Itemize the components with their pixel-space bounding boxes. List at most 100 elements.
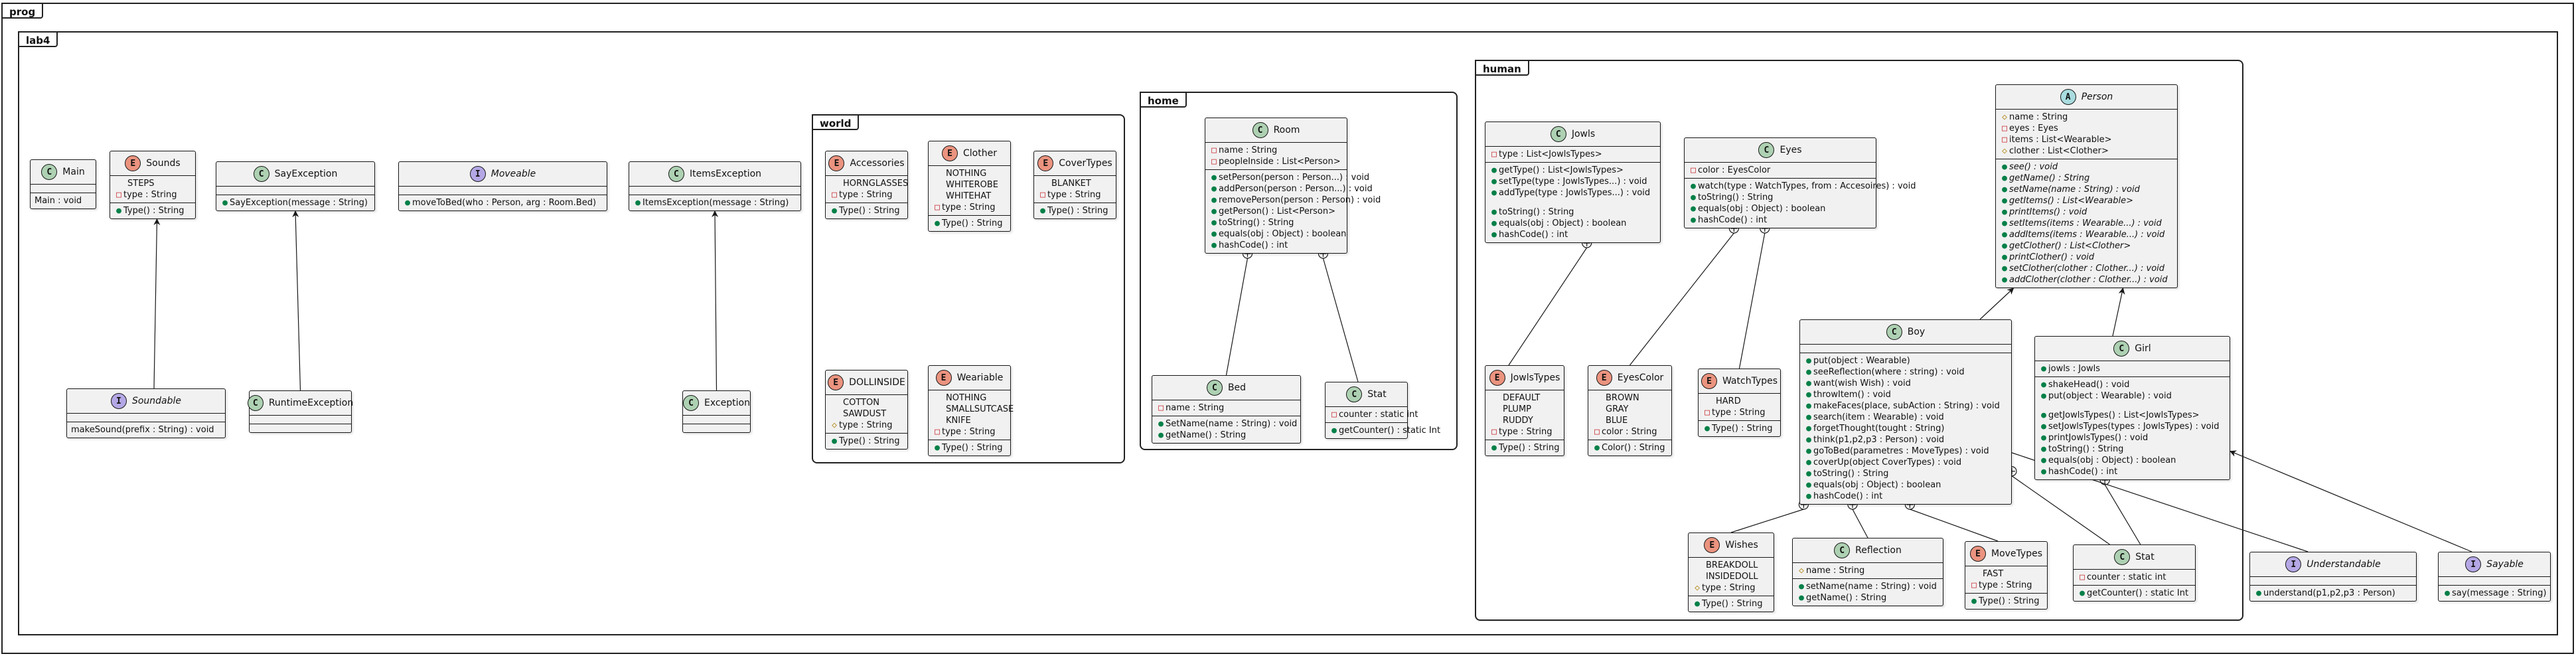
member-text: seeReflection(where : string) : void — [1813, 367, 1965, 377]
member-text: equals(obj : Object) : boolean — [1499, 218, 1627, 228]
class-icon: C — [1206, 380, 1223, 396]
method-row: ●setName(name : String) : void — [1797, 581, 1939, 592]
blank-row — [2039, 402, 2226, 410]
public-icon: ● — [2002, 241, 2007, 251]
field-row: □peopleInside : List<Person> — [1209, 156, 1343, 167]
field-row: □type : String — [933, 202, 1006, 213]
attributes-section: ◇name : String□eyes : Eyes□items : List<… — [1996, 110, 2177, 159]
public-icon: ● — [2080, 588, 2085, 598]
member-text: getClother() : List<Clother> — [2009, 241, 2131, 251]
field-row: ◇clother : List<Clother> — [2000, 145, 2173, 157]
enum-constant: COTTON — [843, 398, 879, 408]
enum-icon: E — [125, 155, 141, 171]
member-text: name : String — [1806, 566, 1865, 576]
class-icon: C — [1550, 126, 1566, 142]
class-icon: C — [668, 166, 684, 182]
attributes-section: □name : String□peopleInside : List<Perso… — [1205, 143, 1347, 170]
public-icon: ● — [1211, 195, 1217, 205]
public-icon: ● — [2002, 185, 2007, 195]
public-icon: ● — [1691, 204, 1696, 214]
member-text: equals(obj : Object) : boolean — [2048, 455, 2176, 465]
public-icon: ● — [2041, 380, 2046, 390]
class-name: ItemsException — [689, 169, 762, 179]
package-prog-label: prog — [1, 3, 44, 19]
public-icon: ● — [1158, 430, 1164, 440]
member-text: addItems(items : Wearable...) : void — [2009, 230, 2165, 240]
member-text: toString() : String — [1499, 207, 1574, 217]
member-text: Type() : String — [942, 443, 1003, 453]
public-icon: ● — [1799, 582, 1804, 592]
member-text: setType(type : JowlsTypes...) : void — [1499, 177, 1647, 187]
public-icon: ● — [2041, 444, 2046, 454]
method-row: ●think(p1,p2,p3 : Person) : void — [1804, 434, 2007, 446]
method-row: ●getName() : String — [2000, 173, 2173, 184]
methods-section: ●getCounter() : static Int — [1326, 423, 1440, 438]
enum-icon: E — [1596, 370, 1612, 386]
public-icon: ● — [405, 198, 410, 208]
public-icon: ● — [2002, 230, 2007, 240]
enum-constant: BLANKET — [1051, 179, 1091, 189]
attributes-section: BLANKET□type : String — [1034, 176, 1116, 203]
method-row: makeSound(prefix : String) : void — [71, 424, 221, 436]
class-name: Bed — [1227, 382, 1247, 393]
member-text: getPerson() : List<Person> — [1219, 206, 1336, 216]
field-row: □type : String — [1703, 407, 1776, 418]
private-icon: □ — [116, 190, 121, 200]
class-name: Accessories — [850, 158, 905, 169]
class-name: RuntimeException — [268, 398, 354, 408]
class-name: Main — [62, 167, 85, 177]
member-text: say(message : String) — [2452, 588, 2547, 598]
public-icon: ● — [832, 206, 837, 216]
public-icon: ● — [2002, 275, 2007, 285]
protected-icon: ◇ — [2002, 146, 2007, 156]
member-text: clother : List<Clother> — [2009, 146, 2109, 156]
method-row: ●getClother() : List<Clother> — [2000, 240, 2173, 252]
member-text: type : String — [1702, 583, 1756, 593]
enum-icon: E — [1701, 373, 1717, 389]
member-text: equals(obj : Object) : boolean — [1813, 480, 1941, 490]
field-row: □counter : static int — [1329, 409, 1418, 420]
methods-section: ●moveToBed(who : Person, arg : Room.Bed) — [399, 195, 607, 210]
member-text: Type() : String — [1712, 424, 1773, 434]
member-text: forgetThought(tought : String) — [1813, 424, 1945, 434]
public-icon: ● — [1594, 443, 1600, 453]
methods-section: ●Type() : String — [826, 203, 907, 218]
